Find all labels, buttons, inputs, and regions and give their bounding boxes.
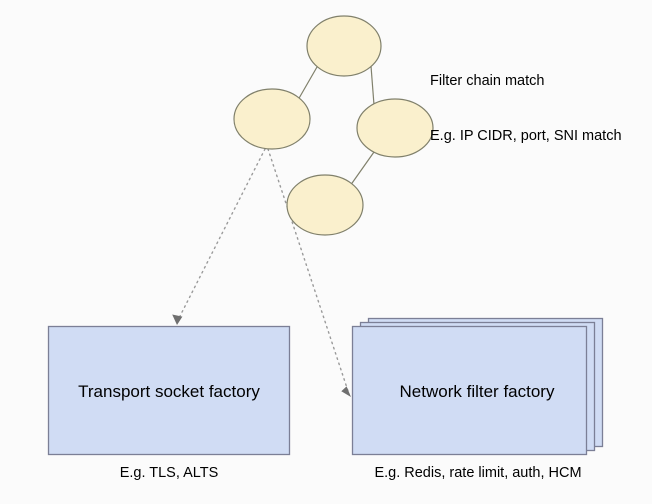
transport-socket-factory-label: Transport socket factory bbox=[78, 382, 260, 401]
filter-chain-node-group bbox=[233, 15, 434, 236]
connector-group bbox=[297, 65, 375, 187]
arrow-to-network-filter-factory bbox=[267, 148, 350, 395]
arrow-to-transport-socket-factory bbox=[176, 148, 266, 323]
transport-socket-factory-caption: E.g. TLS, ALTS bbox=[119, 465, 219, 481]
filter-chain-match-annotation: Filter chain match E.g. IP CIDR, port, S… bbox=[430, 36, 622, 181]
network-filter-factory-box[interactable] bbox=[351, 317, 604, 456]
filter-chain-match-annotation-line1: Filter chain match bbox=[430, 73, 545, 90]
node-left-ellipse[interactable] bbox=[233, 88, 311, 150]
filter-chain-match-annotation-line2: E.g. IP CIDR, port, SNI match bbox=[430, 127, 622, 144]
network-filter-factory-caption: E.g. Redis, rate limit, auth, HCM bbox=[374, 465, 582, 481]
node-right-ellipse[interactable] bbox=[356, 98, 434, 158]
arrowhead-transport-socket-factory bbox=[172, 314, 183, 325]
connector-root-to-left bbox=[297, 66, 318, 101]
connector-root-to-right bbox=[370, 65, 375, 106]
node-bottom-ellipse[interactable] bbox=[286, 174, 364, 236]
node-root-ellipse[interactable] bbox=[306, 15, 382, 77]
connector-right-to-bottom bbox=[349, 151, 375, 187]
network-filter-factory-rect-front[interactable] bbox=[351, 325, 588, 456]
arrowhead-network-filter-factory bbox=[341, 386, 351, 397]
transport-socket-factory-box[interactable] bbox=[47, 325, 291, 456]
transport-socket-factory-rect[interactable] bbox=[47, 325, 291, 456]
network-filter-factory-label: Network filter factory bbox=[399, 382, 555, 401]
dotted-arrow-group bbox=[172, 148, 351, 397]
